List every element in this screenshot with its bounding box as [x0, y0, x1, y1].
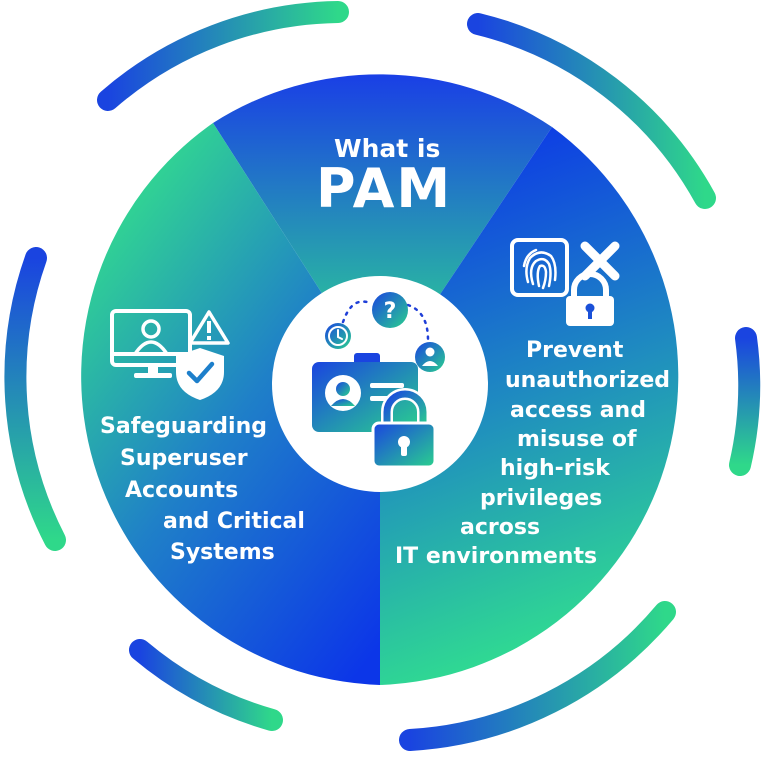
center-title: PAM [316, 157, 453, 220]
left-label-line-4: and Critical [163, 509, 305, 534]
ring-arc-top-right [467, 13, 716, 209]
right-label-line-3: access and [510, 398, 646, 423]
left-label-line-5: Systems [170, 540, 275, 565]
segment-left [81, 123, 380, 685]
ring-arc-bottom-left [129, 639, 283, 731]
left-label-line-3: Accounts [125, 478, 239, 503]
center-heading: What is [334, 134, 441, 163]
question-icon: ? [372, 292, 408, 328]
shield-check-icon [176, 348, 224, 400]
right-label-line-5: high-risk [500, 456, 610, 481]
right-label-line-6: privileges [480, 486, 603, 511]
ring-arc-bottom-right [399, 601, 676, 751]
svg-text:?: ? [384, 299, 397, 324]
user-circle-icon [415, 342, 445, 372]
hub-connectors [341, 300, 430, 342]
right-label-line-1: Prevent [526, 338, 624, 363]
left-label-line-1: Safeguarding [100, 414, 267, 439]
padlock-icon [371, 388, 437, 469]
ring-arc-right [729, 327, 761, 476]
left-label-line-2: Superuser [120, 446, 248, 471]
fingerprint-icon [510, 238, 569, 297]
right-label-line-4: misuse of [517, 427, 637, 452]
right-label-line-2: unauthorized [505, 368, 670, 393]
ring-arc-left [4, 247, 66, 551]
monitor-user-icon [110, 309, 192, 378]
segment-top [213, 74, 552, 384]
outer-ring [4, 1, 761, 751]
ring-arc-top-left [97, 1, 349, 111]
padlock-icon [566, 271, 614, 326]
right-label-line-7: across [460, 515, 541, 540]
right-label-line-8: IT environments [395, 544, 598, 569]
warning-icon [188, 310, 230, 345]
clock-icon [325, 323, 351, 349]
